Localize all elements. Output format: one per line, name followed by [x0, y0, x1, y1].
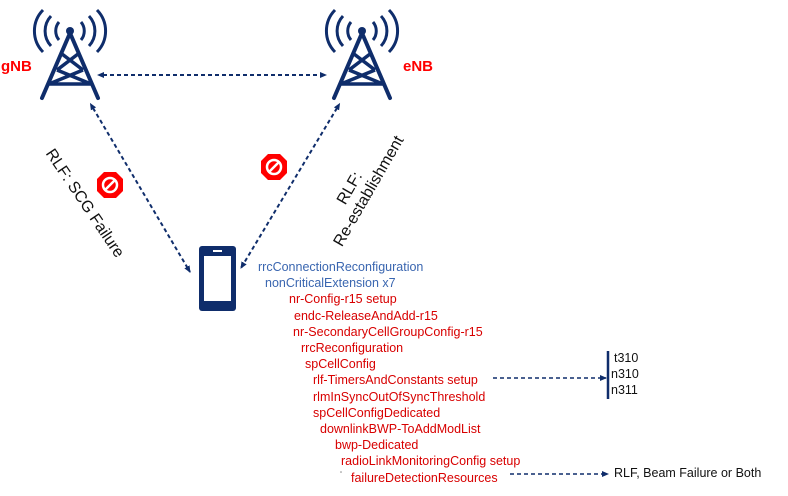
tree-item: nr-SecondaryCellGroupConfig-r15 [293, 324, 483, 339]
tree-item: rlmInSyncOutOfSyncThreshold [313, 389, 486, 404]
tree-item: endc-ReleaseAndAdd-r15 [294, 308, 438, 323]
gnb-link-prohibited-icon [95, 170, 125, 200]
tree-item: rlf-TimersAndConstants setup [313, 373, 478, 388]
gnb-tower-icon [32, 8, 108, 100]
tree-item: spCellConfig [305, 357, 376, 372]
tree-item: spCellConfigDedicated [313, 405, 441, 420]
tree-item: bwp-Dedicated [335, 438, 419, 453]
param-n310: n310 [611, 367, 639, 381]
param-n311: n311 [611, 383, 638, 397]
gnb-ue-link [89, 102, 191, 273]
tree-item: rrcReconfiguration [301, 341, 404, 355]
ue-smartphone-icon [199, 246, 236, 311]
failure-result-label: RLF, Beam Failure or Both [614, 466, 762, 480]
param-t310: t310 [614, 351, 639, 365]
enb-link-prohibited-icon [259, 152, 289, 182]
enb-tower-icon [324, 8, 400, 100]
gnb-label: gNB [1, 58, 32, 75]
tree-item: rrcConnectionReconfiguration [258, 260, 424, 274]
tree-item: radioLinkMonitoringConfig setup [341, 454, 521, 469]
tree-item: downlinkBWP-ToAddModList [320, 422, 481, 436]
tree-item: failureDetectionResources [351, 470, 498, 485]
tree-item: nonCriticalExtension x7 [265, 276, 396, 291]
enb-label: eNB [403, 58, 434, 75]
enb-ue-link [240, 102, 341, 269]
tree-item: nr-Config-r15 setup [289, 292, 397, 307]
